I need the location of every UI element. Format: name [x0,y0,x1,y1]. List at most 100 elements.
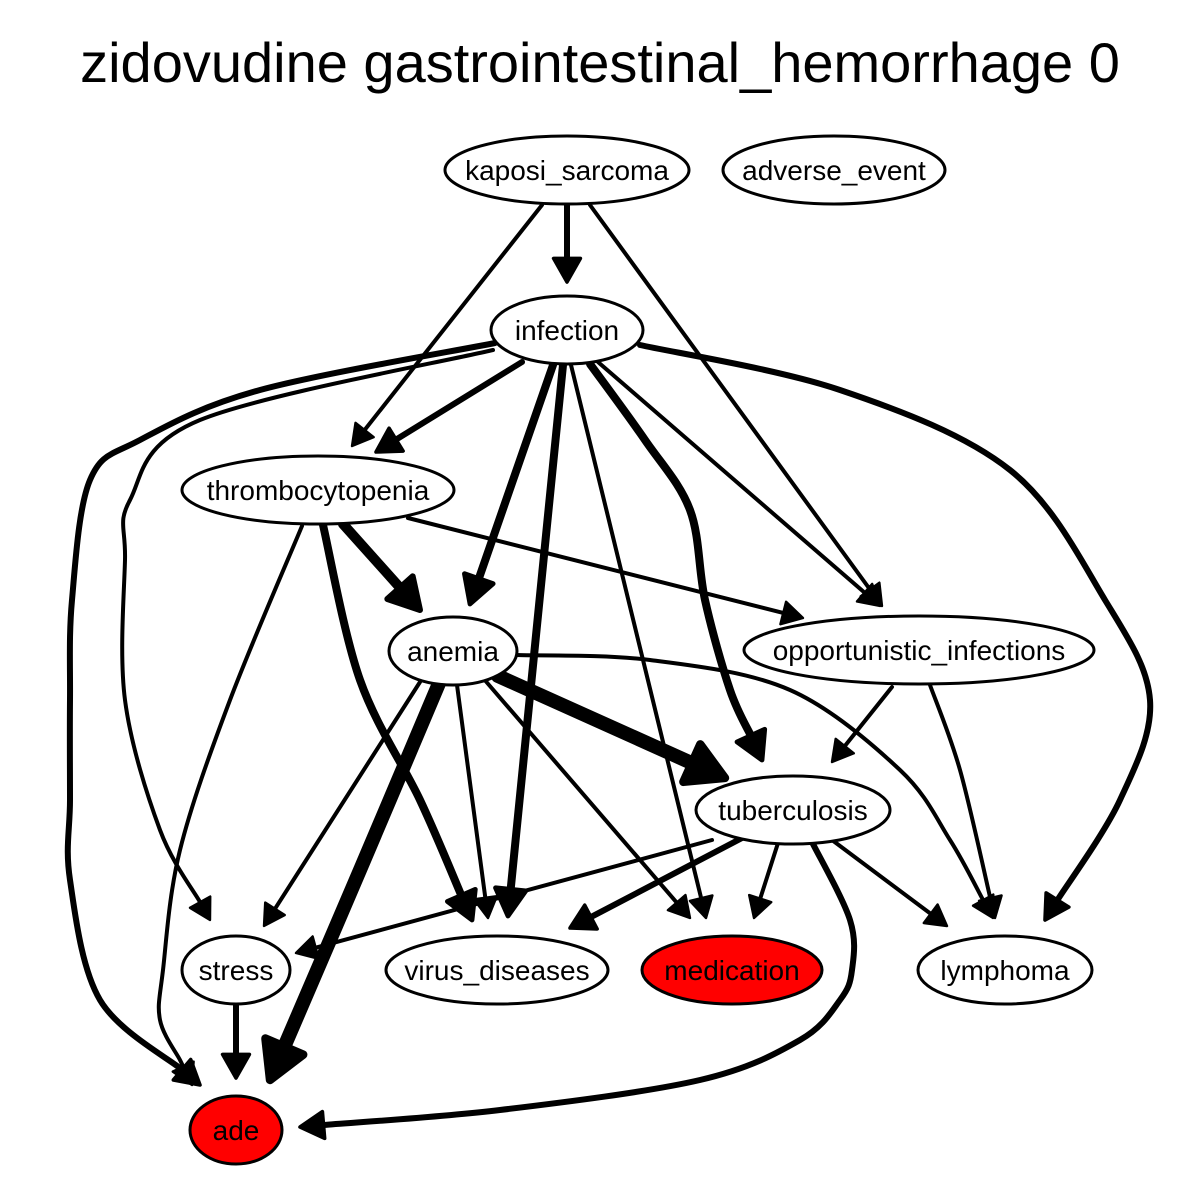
edge-line [842,685,894,749]
arrowhead-icon [1043,891,1071,922]
arrowhead-icon [462,571,496,607]
node-ellipse [180,934,292,1006]
edge-anemia-to-medication [481,676,692,920]
arrowhead-icon [568,903,599,931]
arrowhead-icon [679,740,730,787]
edge-opportunistic_infections-to-tuberculosis [830,685,894,764]
edge-line [586,360,755,740]
arrowhead-icon [666,893,692,920]
edge-stress-to-ade [220,1001,252,1080]
arrowhead-icon [298,1109,327,1141]
edge-line [455,683,488,900]
node-thrombocytopenia: thrombocytopenia [180,454,456,526]
arrowhead-icon [977,894,1003,920]
edge-infection-to-thrombocytopenia [374,359,525,454]
arrowhead-icon [855,582,882,608]
edge-infection-to-tuberculosis [586,360,768,763]
edge-line [474,361,557,583]
edge-kaposi_sarcoma-to-infection [551,201,583,284]
edge-kaposi_sarcoma-to-opportunistic_infections [588,203,884,608]
edge-infection-to-medication [569,363,714,920]
edge-thrombocytopenia-to-anemia [338,519,423,613]
node-ellipse [443,134,691,206]
node-virus_diseases: virus_diseases [384,934,610,1006]
edge-line [506,361,567,894]
node-anemia: anemia [387,615,519,687]
node-layer: kaposi_sarcoma adverse_event infection thro… [180,134,1096,1166]
arrowhead-icon [384,573,423,613]
node-label: opportunistic_infections [773,635,1066,666]
edge-line [637,342,1154,903]
edge-line [830,838,933,916]
node-medication: medication [640,934,824,1006]
arrowhead-icon [261,1034,308,1085]
edge-line [338,519,405,593]
edge-line [320,839,858,1128]
arrowhead-icon [551,256,583,284]
node-ellipse [640,934,824,1006]
arrowhead-icon [171,1060,195,1087]
edge-line [588,203,872,592]
edge-thrombocytopenia-to-ade [156,524,304,1087]
node-infection: infection [489,294,645,366]
node-opportunistic_infections: opportunistic_infections [742,614,1096,686]
edge-infection-to-opportunistic_infections [596,360,882,608]
edge-line [481,676,679,905]
edge-line [393,359,525,443]
edge-line [156,524,304,1069]
edge-kaposi_sarcoma-to-thrombocytopenia [350,203,544,448]
node-label: ade [213,1115,260,1146]
arrowhead-icon [688,894,714,920]
edge-anemia-to-ade [261,674,447,1085]
arrowhead-icon [294,935,320,961]
arrowhead-icon [734,726,768,763]
edge-line [64,340,498,1073]
node-ellipse [180,454,456,526]
node-ellipse [916,934,1094,1006]
edge-line [587,835,745,921]
node-ellipse [489,294,645,366]
edge-line [569,363,704,901]
arrowhead-icon [747,893,773,920]
node-ellipse [188,1094,284,1166]
node-label: anemia [407,636,499,667]
edge-opportunistic_infections-to-lymphoma [928,683,1003,920]
edge-line [491,669,699,771]
node-stress: stress [180,934,292,1006]
node-ellipse [742,614,1096,686]
edge-line [758,841,780,901]
node-lymphoma: lymphoma [916,934,1094,1006]
arrowhead-icon [830,737,856,764]
edge-anemia-to-stress [262,680,422,928]
arrowhead-icon [350,421,375,448]
node-ellipse [721,134,947,206]
edge-line [277,674,447,1054]
edge-line [272,680,422,911]
node-tuberculosis: tuberculosis [694,774,892,846]
edge-tuberculosis-to-virus_diseases [568,835,745,931]
node-label: lymphoma [940,955,1070,986]
edge-line [596,360,867,595]
node-label: stress [199,955,274,986]
arrowhead-icon [374,426,405,454]
node-label: kaposi_sarcoma [465,155,669,186]
node-label: thrombocytopenia [207,475,430,506]
node-label: virus_diseases [404,955,589,986]
edge-infection-to-stress [120,348,495,922]
edge-tuberculosis-to-medication [747,841,780,920]
edge-line [515,653,986,903]
node-adverse_event: adverse_event [721,134,947,206]
arrowhead-icon [188,895,212,922]
edge-anemia-to-tuberculosis [491,669,730,787]
edge-line [406,516,786,615]
node-ade: ade [188,1094,284,1166]
arrowhead-icon [779,600,805,626]
edge-line [362,203,544,432]
edge-layer [64,201,1154,1141]
edge-line [120,348,495,905]
edge-line [319,521,466,900]
node-label: adverse_event [742,155,926,186]
node-ellipse [387,615,519,687]
edge-line [928,683,993,901]
